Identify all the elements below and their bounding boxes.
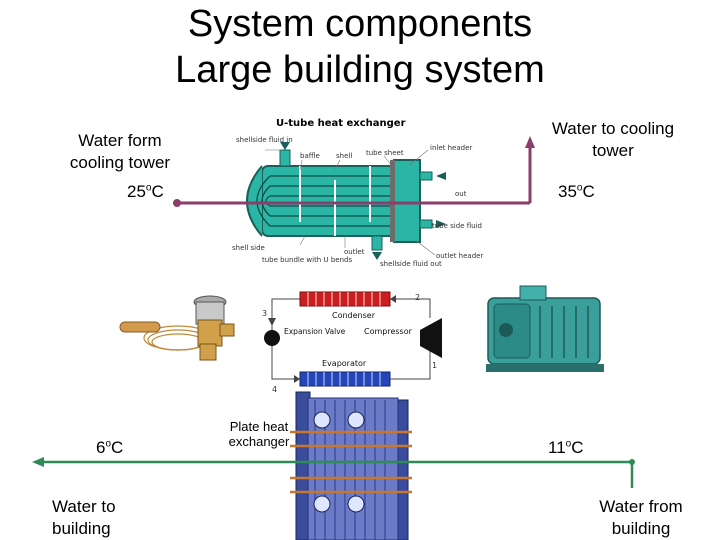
label-shell-side: shell side (232, 244, 265, 252)
expansion-valve-image (119, 295, 235, 361)
top-water-loop (173, 136, 535, 207)
label-tube-side-fluid: tube side fluid (432, 222, 482, 230)
cycle-point-4: 4 (272, 385, 277, 394)
top-loop-arrow (525, 136, 535, 148)
page-title-line-1: System components (187, 3, 533, 45)
refrigeration-cycle: 2 3 4 1 Condenser Expansion Valve Compre… (262, 291, 442, 394)
bottom-right-temp: 11oC (548, 438, 584, 457)
evaporator-label: Evaporator (322, 359, 367, 368)
cycle-point-2: 2 (415, 293, 420, 302)
cycle-point-3: 3 (262, 309, 267, 318)
label-out: out (455, 190, 467, 198)
label-tube-bundle: tube bundle with U bends (262, 256, 352, 264)
top-right-label: Water to cooling tower (551, 119, 675, 160)
evaporator-coil (299, 371, 391, 387)
page-title-line-2: Large building system (175, 49, 545, 91)
label-tube-sheet: tube sheet (366, 149, 404, 157)
u-tube-heat-exchanger: U-tube heat exchanger (232, 118, 483, 268)
compressor-symbol (420, 318, 442, 358)
top-right-temp: 35oC (558, 182, 595, 201)
bottom-right-label: Water from building (599, 497, 683, 538)
bottom-loop-arrow (32, 457, 44, 467)
label-baffle: baffle (300, 152, 320, 160)
label-inlet-header: inlet header (430, 144, 472, 152)
expansion-valve-symbol (264, 330, 280, 346)
top-left-temp: 25oC (127, 182, 164, 201)
compressor-label: Compressor (364, 327, 413, 336)
bottom-water-loop (32, 457, 635, 488)
cycle-point-1: 1 (432, 361, 437, 370)
condenser-coil (299, 291, 391, 307)
bottom-left-temp: 6oC (96, 438, 124, 457)
plate-hx-label: Plate heat exchanger (228, 419, 290, 449)
expansion-valve-label: Expansion Valve (284, 327, 346, 336)
label-shellside-out: shellside fluid out (380, 260, 442, 268)
label-shell: shell (336, 152, 352, 160)
plate-heat-exchanger-image (290, 391, 412, 540)
top-left-label: Water form cooling tower (69, 131, 171, 172)
top-loop-end-left (173, 199, 181, 207)
compressor-image (486, 285, 604, 372)
bottom-left-label: Water to building (52, 497, 116, 538)
label-outlet-header: outlet header (436, 252, 483, 260)
label-shellside-in: shellside fluid in (236, 136, 293, 144)
condenser-label: Condenser (332, 311, 376, 320)
u-tube-heading: U-tube heat exchanger (276, 118, 406, 129)
label-outlet: outlet (344, 248, 365, 256)
